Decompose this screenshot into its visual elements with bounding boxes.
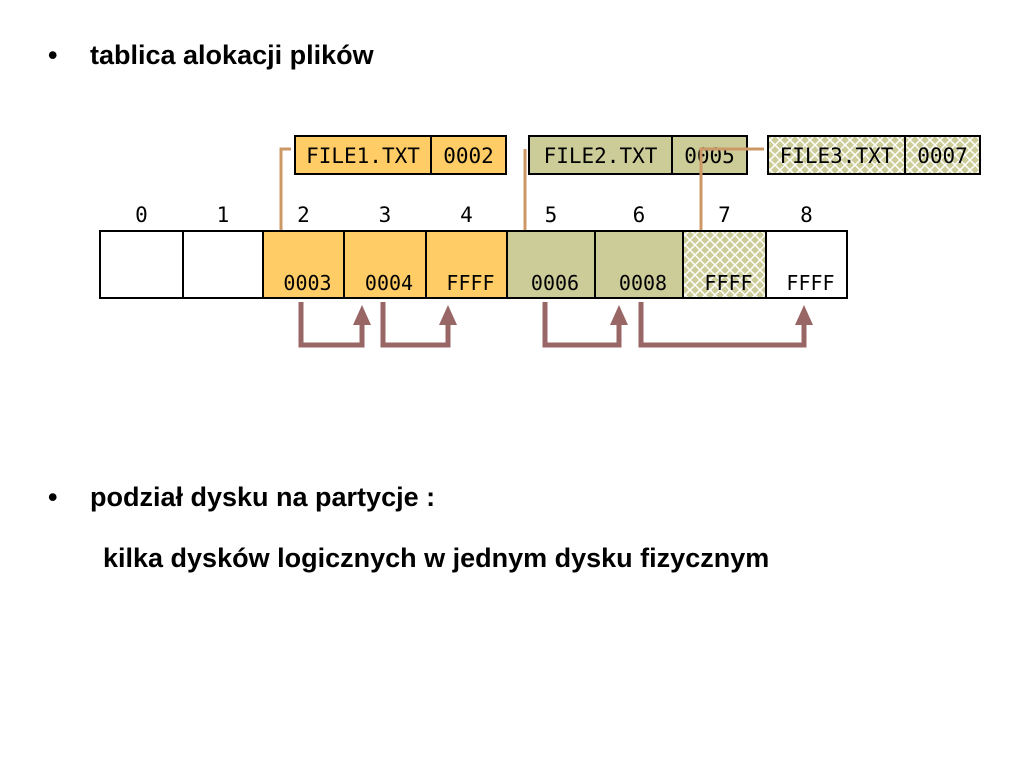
fat-cell-box [594,230,684,299]
chain-arrow-head [353,305,371,325]
fat-cell-3: 0004 [343,230,427,299]
fat-cell-value: 0004 [365,271,413,295]
directory-connectors [279,147,764,246]
directory-connector-1 [279,147,291,246]
chain-arrow-head [610,305,628,325]
fat-cell-5: 0006 [506,230,596,299]
cluster-index-label: 4 [460,203,473,227]
cluster-index-label: 5 [545,203,558,227]
fat-cell-box [182,230,264,299]
cluster-index-label: 8 [800,203,813,227]
fat-cell-6: 0008 [594,230,684,299]
fat-cell-box [765,230,848,299]
fat-table: 0003 0004 FFFF 0006 0008 FFFF FFFF [99,230,848,299]
fat-cell-box [506,230,596,299]
chain-arrow-line [638,302,807,348]
directory-connector-3 [699,147,764,246]
directory-entry-1: FILE1.TXT 0002 [294,135,507,175]
fat-cell-box [99,230,184,299]
fat-cell-4: FFFF [425,230,508,299]
directory-entry-box [528,135,748,175]
directory-entry-3: FILE3.TXT 0007 [767,135,981,175]
fat-cell-value: FFFF [704,271,752,295]
fat-cell-7: FFFF [682,230,767,299]
bullet-dot: • [48,40,58,70]
bullet-text-fat: tablica alokacji plików [90,40,374,70]
cluster-index-label: 7 [718,203,731,227]
cluster-index-label: 6 [633,203,646,227]
chain-arrow-head [439,305,457,325]
cluster-index-labels: 0 1 2 3 4 5 6 7 8 [135,203,813,227]
directory-entry-box [294,135,507,175]
fat-cell-value: 0006 [531,271,579,295]
fat-cell-box [425,230,508,299]
fat-cell-1 [182,230,264,299]
fat-cell-value: 0003 [283,271,331,295]
cluster-index-label: 3 [379,203,392,227]
fat-cell-2: 0003 [262,230,345,299]
chain-arrow-head [795,305,813,325]
chain-arrow-3 [542,302,628,348]
cluster-index-label: 1 [217,203,230,227]
directory-entry-name: FILE3.TXT [780,144,894,168]
partition-description: kilka dysków logicznych w jednym dysku f… [103,543,770,573]
directory-entry-start-cluster: 0007 [917,144,968,168]
directory-entry-name: FILE2.TXT [544,144,658,168]
bullet-dot: • [48,482,58,512]
fat-cell-8: FFFF [765,230,848,299]
directory-entry-start-cluster: 0002 [443,144,494,168]
chain-arrows [298,302,813,348]
fat-cell-value: FFFF [786,271,834,295]
fat-cell-value: FFFF [446,271,494,295]
fat-cell-box [343,230,427,299]
chain-arrow-1 [298,302,371,348]
bullet-text-partitions: podział dysku na partycje : [90,482,436,512]
chain-arrow-line [542,302,622,348]
fat-cell-0 [99,230,184,299]
chain-arrow-2 [380,302,457,348]
cluster-index-label: 0 [135,203,148,227]
chain-arrow-line [380,302,451,348]
chain-arrow-4 [638,302,813,348]
cluster-index-label: 2 [297,203,310,227]
fat-cell-value: 0008 [619,271,667,295]
chain-arrow-line [298,302,365,348]
directory-entry-name: FILE1.TXT [306,144,420,168]
directory-entry-box [767,135,981,175]
